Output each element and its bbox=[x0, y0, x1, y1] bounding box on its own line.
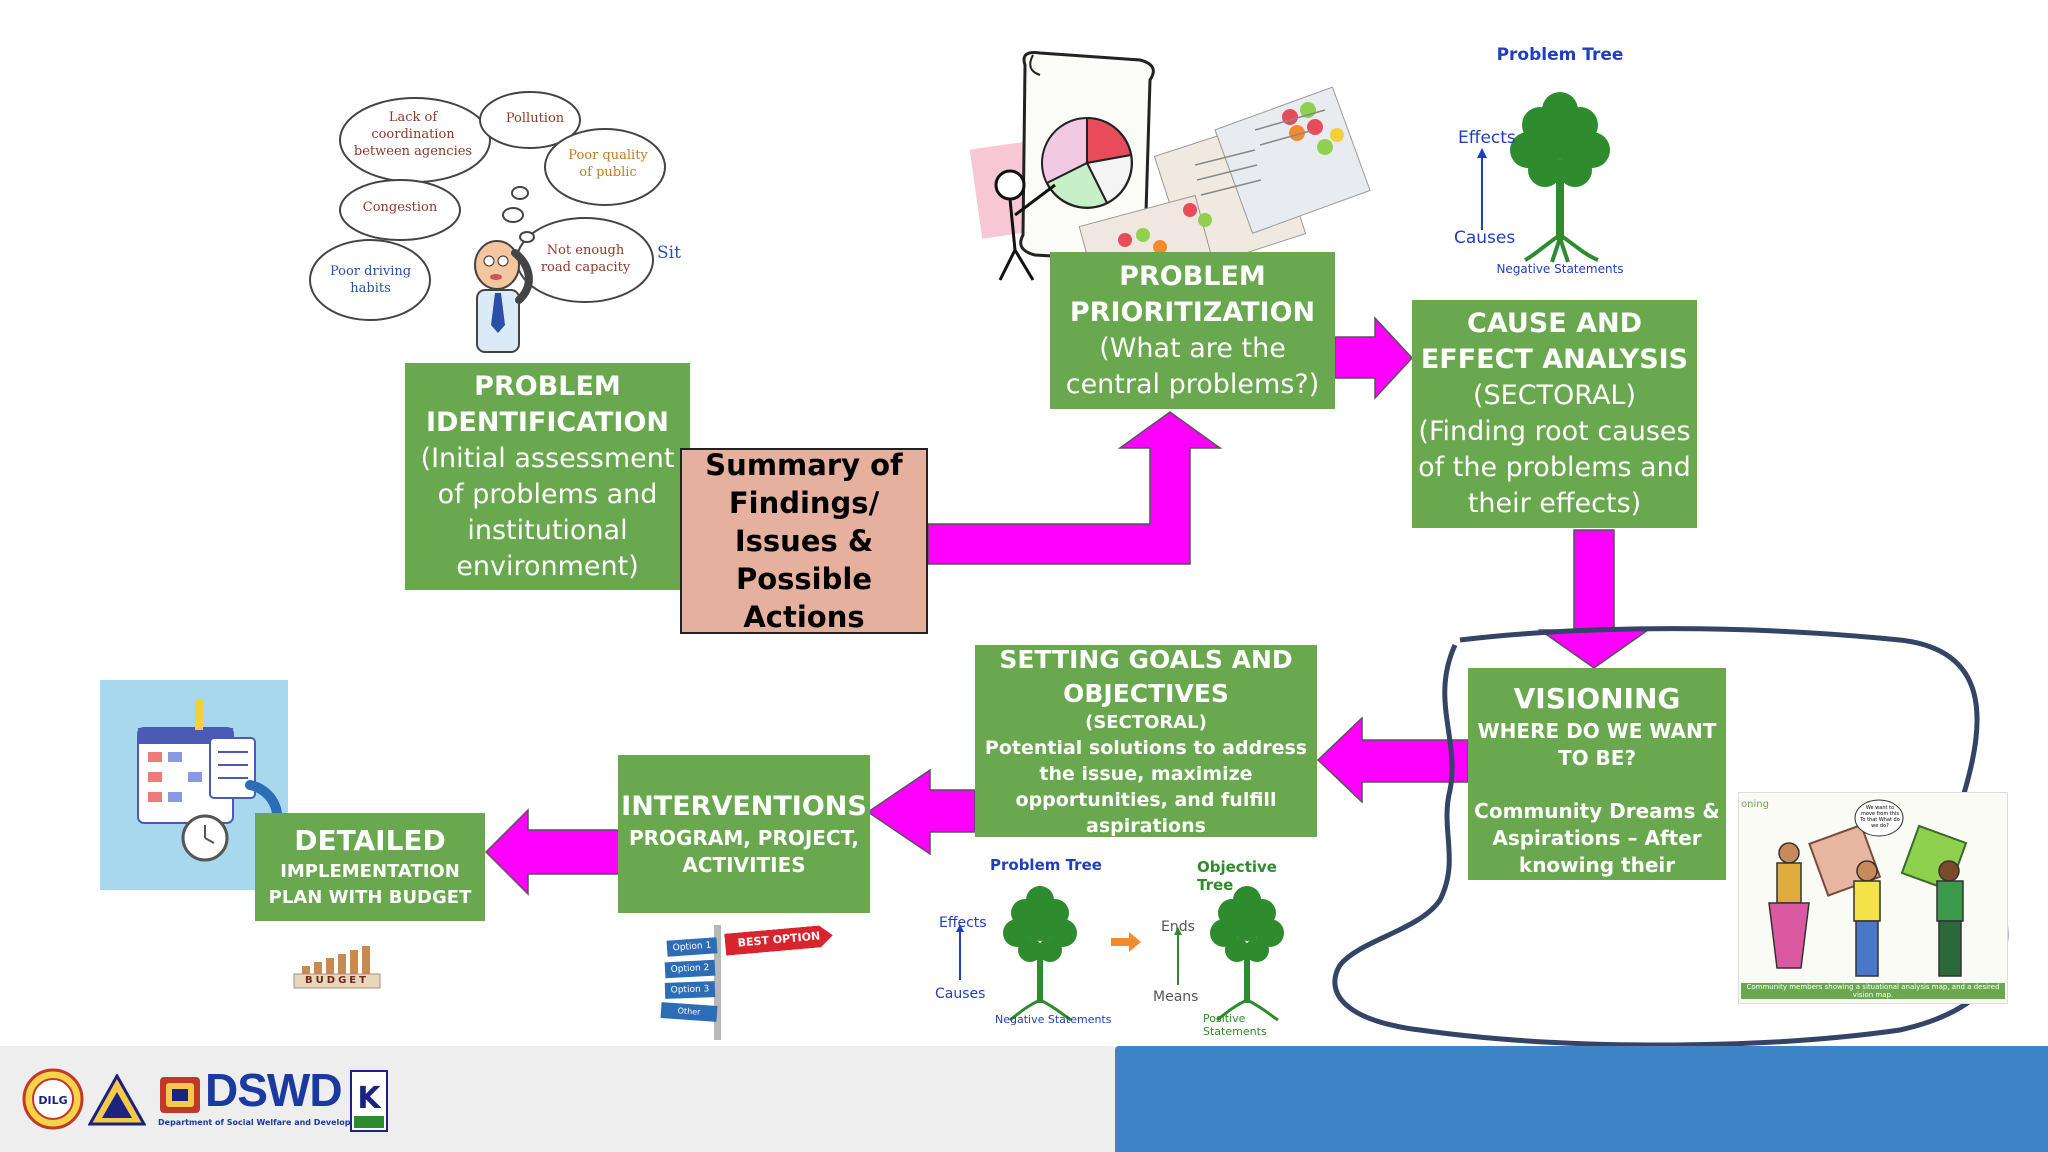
thought-cloud-illustration: Lack of coordination between agencies Po… bbox=[305, 85, 681, 365]
bubble-road-capacity: Not enough road capacity bbox=[540, 243, 631, 275]
cut-off-label: Sit bbox=[657, 243, 681, 263]
footer-blue-panel bbox=[1115, 1046, 2048, 1152]
arrow-prioritization-to-cause bbox=[1334, 316, 1414, 400]
detailed-plan-title: DETAILED bbox=[294, 824, 446, 857]
bubble-congestion: Congestion bbox=[362, 200, 438, 215]
problem-tree-top: Problem Tree Effects Causes Negative Sta… bbox=[1440, 40, 1660, 285]
community-cut-label: oning bbox=[1741, 799, 1769, 810]
bubble-poor-quality: Poor quality of public bbox=[568, 148, 648, 180]
community-illustration: oning We want to move from this To that … bbox=[1738, 792, 2008, 1004]
visioning-highlight-loop bbox=[1332, 626, 2009, 1048]
objective-tree-ends: Ends bbox=[1161, 919, 1195, 935]
problem-tree-bottom-title: Problem Tree bbox=[990, 856, 1102, 874]
triangle-logo bbox=[88, 1074, 146, 1126]
problem-tree-top-causes: Causes bbox=[1454, 228, 1516, 248]
arrow-interventions-to-detailed bbox=[484, 808, 621, 896]
option-1-sign: Option 1 bbox=[666, 937, 718, 957]
detailed-plan-sub: IMPLEMENTATION PLAN WITH BUDGET bbox=[268, 861, 472, 908]
dilg-label: DILG bbox=[38, 1094, 67, 1107]
interventions-sub: PROGRAM, PROJECT, ACTIVITIES bbox=[628, 826, 860, 877]
dswd-wordmark: DSWD bbox=[205, 1064, 343, 1116]
interventions-title: INTERVENTIONS bbox=[621, 791, 867, 822]
orange-arrow bbox=[1111, 932, 1141, 952]
objective-tree-title: Objective Tree bbox=[1197, 858, 1277, 894]
best-option-sign: BEST OPTION bbox=[724, 924, 834, 955]
bubble-driving-habits: Poor driving habits bbox=[329, 264, 412, 296]
summary-findings-box: Summary of Findings/ Issues & Possible A… bbox=[680, 448, 928, 634]
kalahi-logo: K bbox=[350, 1070, 388, 1132]
svg-text:K: K bbox=[357, 1081, 382, 1116]
problem-tree-bottom-caption: Negative Statements bbox=[995, 1013, 1112, 1026]
dilg-seal-logo: DILG bbox=[22, 1068, 84, 1130]
visioning-box: VISIONING WHERE DO WE WANT TO BE? Commun… bbox=[1468, 668, 1726, 904]
bubble-coordination: Lack of coordination between agencies bbox=[353, 110, 473, 159]
problem-prioritization-desc: (What are the central problems?) bbox=[1065, 332, 1320, 400]
option-2-sign: Option 2 bbox=[664, 959, 716, 979]
signpost-pole bbox=[714, 925, 721, 1040]
dswd-emblem-icon bbox=[160, 1077, 200, 1113]
arrow-summary-to-prioritization bbox=[927, 411, 1223, 565]
option-3-sign: Option 3 bbox=[664, 981, 716, 999]
tree-icon bbox=[1477, 92, 1610, 263]
cause-effect-desc: (Finding root causes of the problems and… bbox=[1418, 416, 1691, 519]
calendar-icon bbox=[137, 700, 283, 862]
cause-effect-title: CAUSE AND EFFECT ANALYSIS bbox=[1420, 308, 1689, 375]
objective-tree-caption: Positive Statements bbox=[1203, 1012, 1267, 1038]
arrow-visioning-to-goals bbox=[1316, 716, 1469, 804]
setting-goals-title: SETTING GOALS AND OBJECTIVES bbox=[999, 645, 1293, 708]
problem-tree-top-caption: Negative Statements bbox=[1496, 262, 1624, 276]
problem-tree-top-effects: Effects bbox=[1458, 128, 1516, 148]
detailed-plan-box: DETAILED IMPLEMENTATION PLAN WITH BUDGET bbox=[255, 813, 485, 921]
problem-identification-box: PROBLEM IDENTIFICATION (Initial assessme… bbox=[405, 363, 690, 590]
summary-findings-text: Summary of Findings/ Issues & Possible A… bbox=[705, 448, 903, 634]
problem-tree-bottom-causes: Causes bbox=[935, 986, 986, 1002]
problem-prioritization-box: PROBLEM PRIORITIZATION (What are the cen… bbox=[1050, 252, 1335, 409]
problem-tree-bottom-effects: Effects bbox=[939, 915, 987, 931]
budget-word: BUDGET bbox=[305, 975, 369, 986]
interventions-box: INTERVENTIONS PROGRAM, PROJECT, ACTIVITI… bbox=[618, 755, 870, 913]
community-caption: Community members showing a situational … bbox=[1741, 983, 2005, 999]
bubble-pollution: Pollution bbox=[505, 111, 565, 126]
confused-person-illustration bbox=[474, 240, 533, 353]
problem-objective-trees: Problem Tree Effects Causes Negative Sta… bbox=[925, 855, 1305, 1038]
community-speech: We want to move from this To that What d… bbox=[1860, 805, 1900, 829]
problem-identification-title: PROBLEM IDENTIFICATION bbox=[425, 370, 670, 438]
visioning-desc: Community Dreams & Aspirations – After k… bbox=[1474, 799, 1720, 904]
arrow-cause-to-visioning bbox=[1537, 529, 1651, 669]
problem-prioritization-title: PROBLEM PRIORITIZATION bbox=[1069, 260, 1316, 328]
other-options-sign: Other Options bbox=[660, 1002, 718, 1033]
problem-identification-desc: (Initial assessment of problems and inst… bbox=[420, 442, 675, 582]
setting-goals-box: SETTING GOALS AND OBJECTIVES (SECTORAL) … bbox=[975, 645, 1317, 837]
setting-goals-sub: (SECTORAL) bbox=[1085, 712, 1207, 733]
dswd-subtitle: Department of Social Welfare and Develop… bbox=[158, 1118, 374, 1127]
budget-illustration: BUDGET bbox=[288, 932, 388, 994]
visioning-sub: WHERE DO WE WANT TO BE? bbox=[1477, 719, 1717, 770]
visioning-title: VISIONING bbox=[1513, 682, 1681, 715]
setting-goals-desc: Potential solutions to address the issue… bbox=[984, 737, 1308, 837]
signpost-illustration: BEST OPTION Option 1 Option 2 Option 3 O… bbox=[655, 925, 855, 1040]
cause-effect-sub: (SECTORAL) bbox=[1472, 380, 1637, 411]
problem-tree-top-title: Problem Tree bbox=[1496, 45, 1624, 65]
arrow-goals-to-interventions bbox=[866, 768, 976, 856]
objective-tree-means: Means bbox=[1153, 989, 1199, 1005]
cause-effect-box: CAUSE AND EFFECT ANALYSIS (SECTORAL) (Fi… bbox=[1412, 300, 1697, 528]
prioritization-illustration bbox=[969, 51, 1371, 286]
trees-graphic bbox=[956, 886, 1284, 1022]
